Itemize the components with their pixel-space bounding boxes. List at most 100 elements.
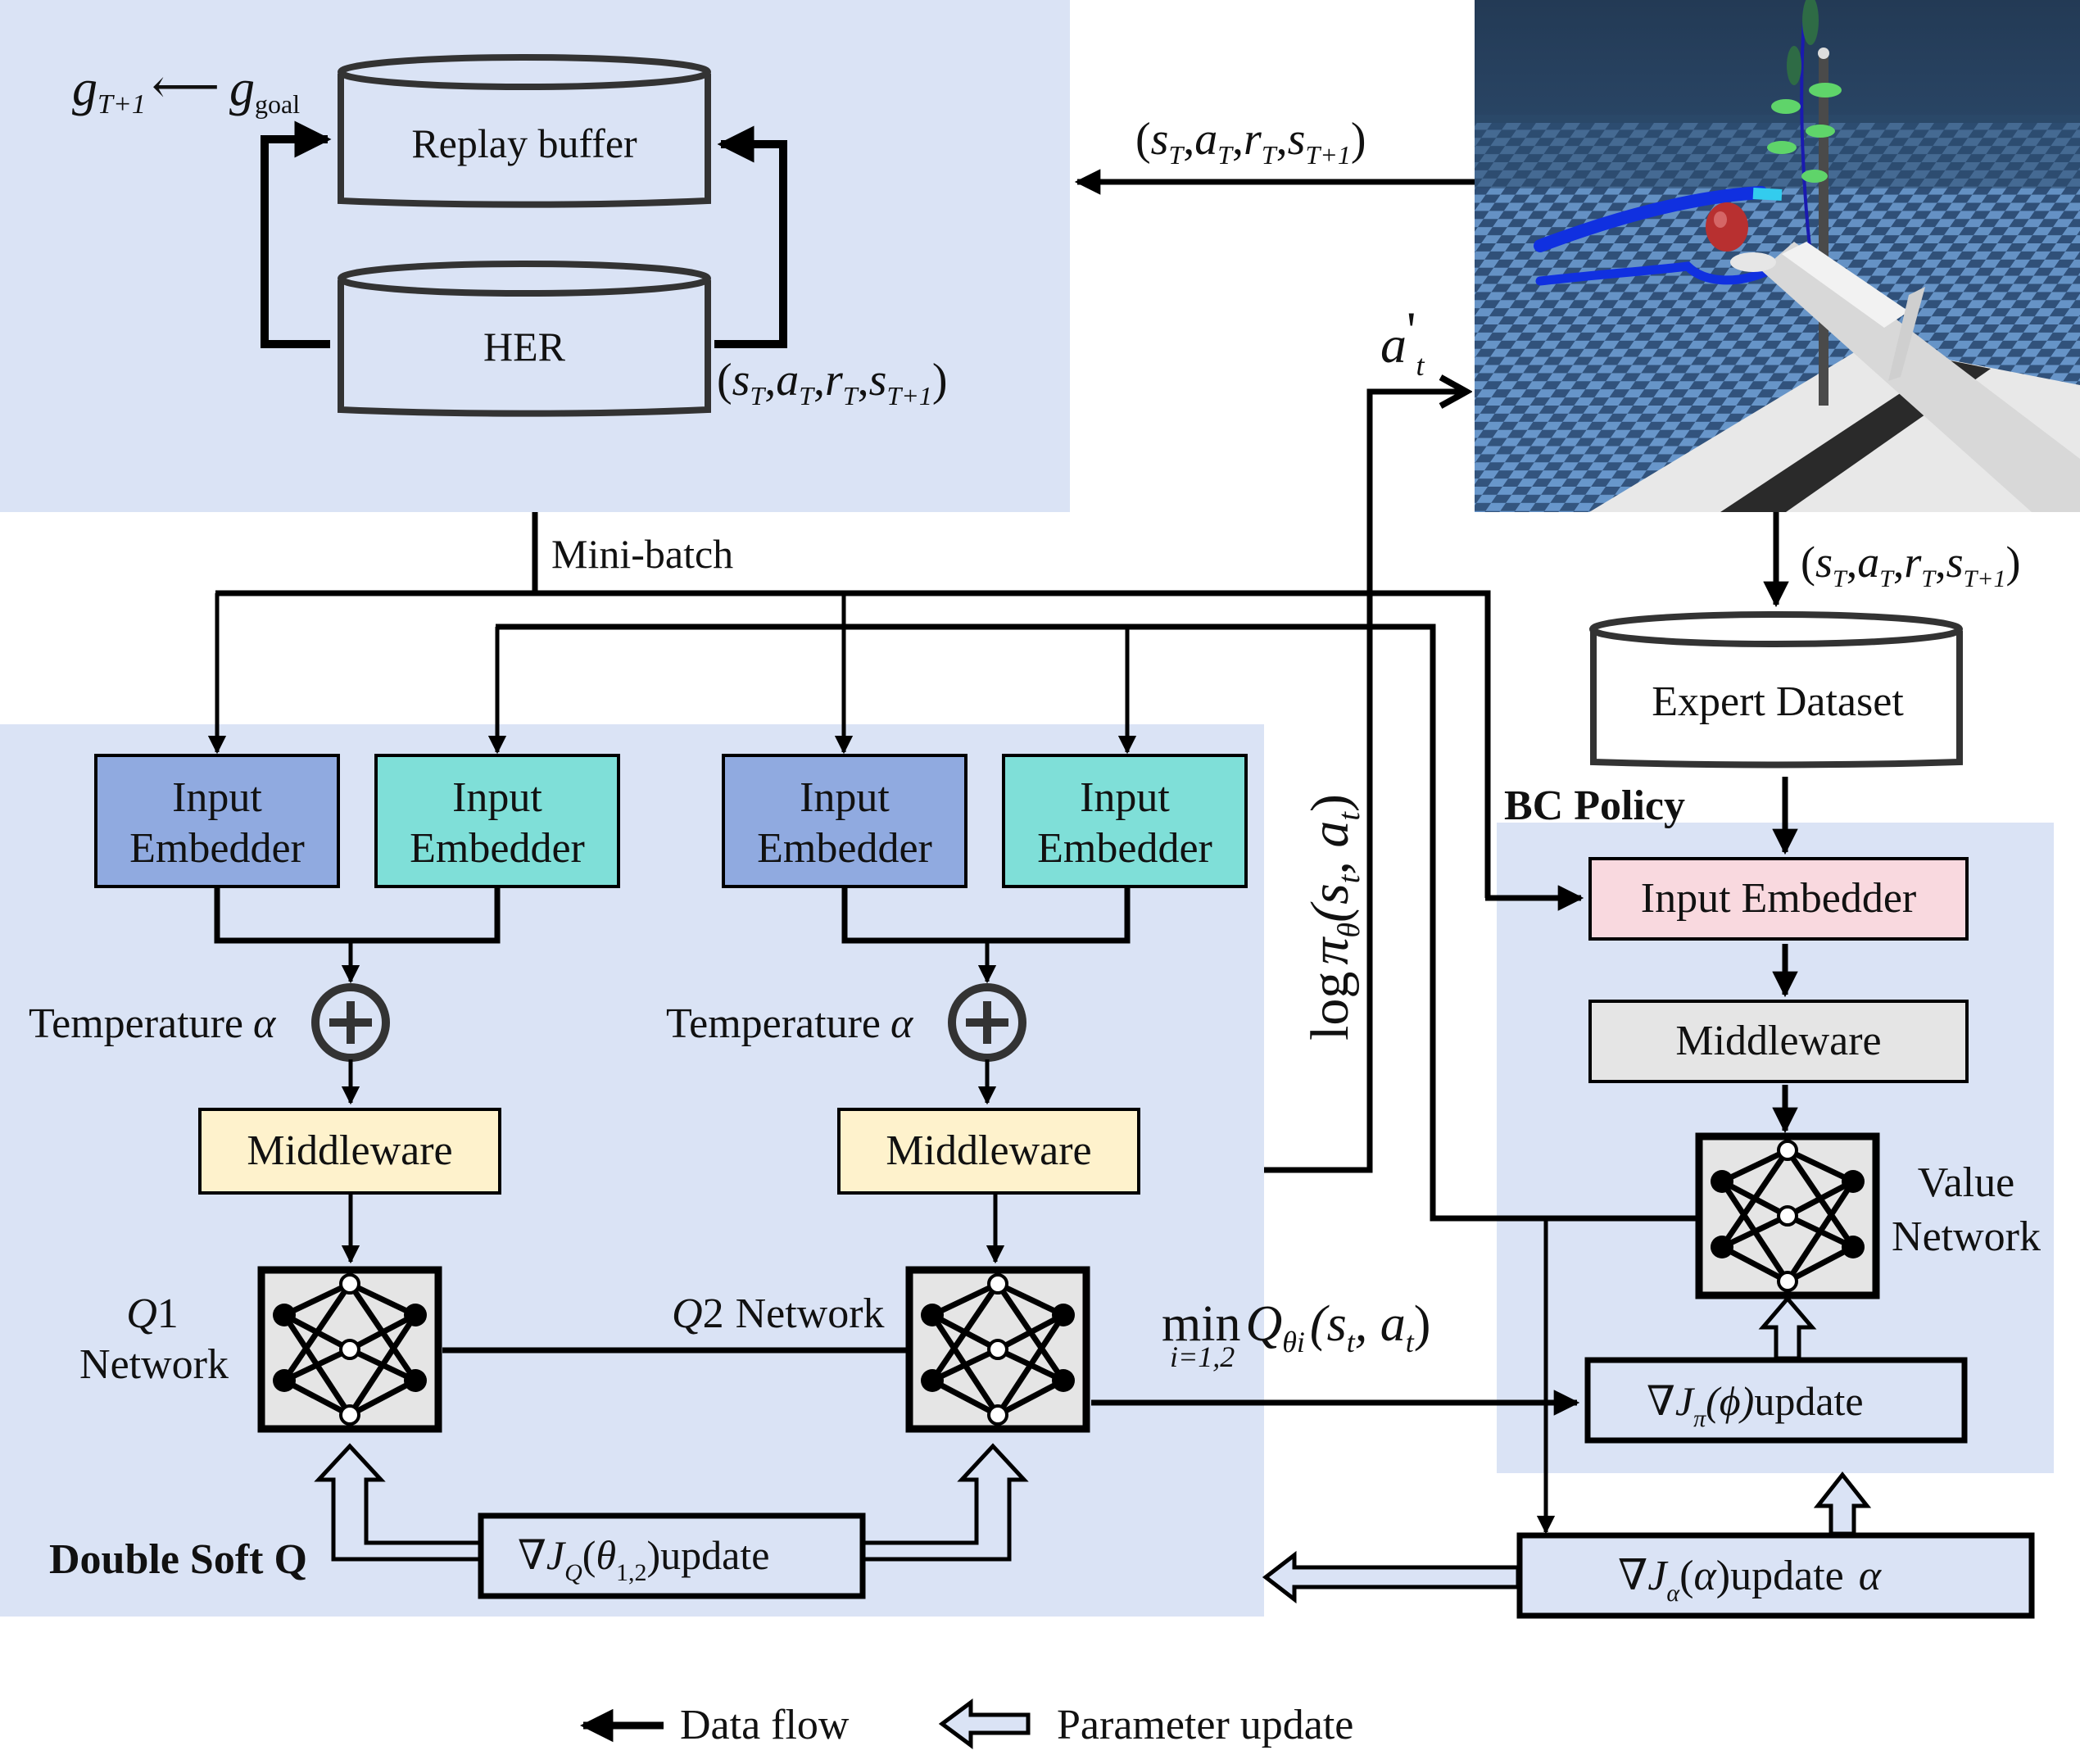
svg-text:(sT,aT,rT,sT+1): (sT,aT,rT,sT+1) <box>1801 537 2021 592</box>
network-node <box>1052 1304 1075 1326</box>
svg-text:Input: Input <box>452 774 542 821</box>
network-node <box>1777 1140 1798 1161</box>
network-edge <box>996 1281 1065 1318</box>
q2-middleware <box>837 1108 1140 1195</box>
svg-text:Middleware: Middleware <box>247 1127 452 1174</box>
q1-network-label: Q1 <box>126 1290 179 1337</box>
network-edge <box>931 1377 999 1418</box>
svg-text:Embedder: Embedder <box>410 825 585 872</box>
value-network-label: Value <box>1918 1159 2014 1206</box>
svg-text:a't: a't <box>1380 301 1425 382</box>
goal-relabel-label: gT+1 ⟵ ggoal <box>72 60 300 120</box>
svg-text:Embedder: Embedder <box>757 825 932 872</box>
q1-input-embedder-a <box>94 754 340 888</box>
network-node <box>339 1404 360 1426</box>
network-node <box>273 1369 296 1392</box>
q-update-hollow-arrow-left <box>314 1443 481 1562</box>
q-update-hollow-arrow-right <box>862 1443 1029 1562</box>
replay-buffer-label: Replay buffer <box>411 120 637 166</box>
pi-update-label: ∇Jπ(ϕ)update <box>1647 1378 1864 1432</box>
minibatch-bus-1 <box>215 590 1491 898</box>
her-label: HER <box>483 324 566 370</box>
network-edge <box>283 1281 351 1318</box>
q-update-label: ∇JQ(θ1,2)update <box>518 1532 769 1586</box>
network-edge <box>930 1282 1000 1382</box>
q1-branch: Input Embedder Input Embedder Temperatur… <box>29 754 620 1388</box>
her-cylinder: HER <box>338 261 711 417</box>
svg-text:ggoal: ggoal <box>229 61 300 119</box>
svg-text:Embedder: Embedder <box>129 825 305 872</box>
network-edge <box>348 1346 417 1384</box>
left-arrow-icon: ⟵ <box>152 60 220 113</box>
replay-buffer-cylinder: Replay buffer <box>338 54 711 208</box>
svg-text:Middleware: Middleware <box>886 1127 1091 1174</box>
network-edge <box>1785 1149 1856 1249</box>
simulation-environment-image <box>1475 0 2080 512</box>
svg-text:(sT,aT,rT,sT+1): (sT,aT,rT,sT+1) <box>717 355 947 410</box>
network-node <box>1842 1170 1865 1193</box>
svg-text:Input Embedder: Input Embedder <box>1641 875 1916 922</box>
network-node <box>1777 1271 1798 1292</box>
network-edge <box>995 1282 1066 1382</box>
double-soft-q-title: Double Soft Q <box>49 1536 307 1583</box>
her-transition-label: (sT,aT,rT,sT+1) <box>717 355 947 410</box>
bc-input-embedder <box>1588 857 1969 941</box>
bc-middleware <box>1588 1000 1969 1083</box>
env-transition-label: (sT,aT,rT,sT+1) <box>1135 114 1366 170</box>
min-q-label: minQθi(st, at) i=1,2 <box>1162 1296 1430 1373</box>
network-node <box>339 1273 360 1295</box>
network-edge <box>1786 1213 1855 1250</box>
network-edge <box>1720 1147 1789 1185</box>
network-node <box>1777 1205 1798 1227</box>
network-edge <box>347 1282 418 1382</box>
network-edge <box>931 1281 999 1318</box>
network-node <box>273 1304 296 1326</box>
policy-action-line <box>1264 392 1466 1173</box>
svg-text:Input: Input <box>172 774 262 821</box>
svg-text:minQθi(st, at): minQθi(st, at) <box>1162 1296 1430 1358</box>
q2-input-embedder-a <box>722 754 967 888</box>
svg-text:logπθ(st, at): logπθ(st, at) <box>1300 794 1366 1041</box>
q2-input-embedder-b <box>1002 754 1248 888</box>
alpha-update-box <box>1516 1532 2035 1619</box>
network-edge <box>348 1377 417 1418</box>
network-node <box>921 1369 944 1392</box>
her-to-replay-right-arrow <box>714 125 787 348</box>
minibatch-label: Mini-batch <box>551 531 733 577</box>
pi-update-box <box>1584 1357 1968 1444</box>
q2-branch: Input Embedder Input Embedder Temperatur… <box>666 754 1248 1337</box>
alpha-update-to-bc-hollow-arrow <box>1813 1471 1872 1536</box>
her-to-replay-left-arrow <box>261 120 332 348</box>
q-update-box <box>478 1512 866 1599</box>
expert-dataset-label: Expert Dataset <box>1652 678 1904 725</box>
network-node <box>1711 1236 1733 1258</box>
network-node <box>1711 1170 1733 1193</box>
svg-text:Network: Network <box>79 1341 229 1388</box>
network-node <box>404 1304 427 1326</box>
network-edge <box>931 1346 999 1384</box>
svg-text:i=1,2: i=1,2 <box>1170 1340 1235 1373</box>
expert-transition-label: (sT,aT,rT,sT+1) <box>1801 537 2021 592</box>
legend: Data flow Parameter update <box>579 1698 1353 1749</box>
svg-text:(sT,aT,rT,sT+1): (sT,aT,rT,sT+1) <box>1135 114 1366 170</box>
svg-text:Network: Network <box>1892 1213 2041 1260</box>
svg-text:gT+1: gT+1 <box>72 61 146 120</box>
svg-text:Input: Input <box>800 774 890 821</box>
network-node <box>921 1304 944 1326</box>
network-edge <box>1786 1244 1855 1285</box>
network-node <box>404 1369 427 1392</box>
action-label: a't <box>1380 301 1425 382</box>
expert-dataset-cylinder: Expert Dataset <box>1589 611 1963 769</box>
svg-text:Embedder: Embedder <box>1037 825 1212 872</box>
network-edge <box>283 1377 351 1418</box>
network-edge <box>1720 1244 1789 1285</box>
q1-sum-icon <box>311 983 390 1062</box>
network-node <box>987 1404 1008 1426</box>
network-edge <box>1720 1149 1790 1249</box>
bc-policy-title: BC Policy <box>1504 782 1685 829</box>
network-edge <box>1786 1147 1855 1185</box>
